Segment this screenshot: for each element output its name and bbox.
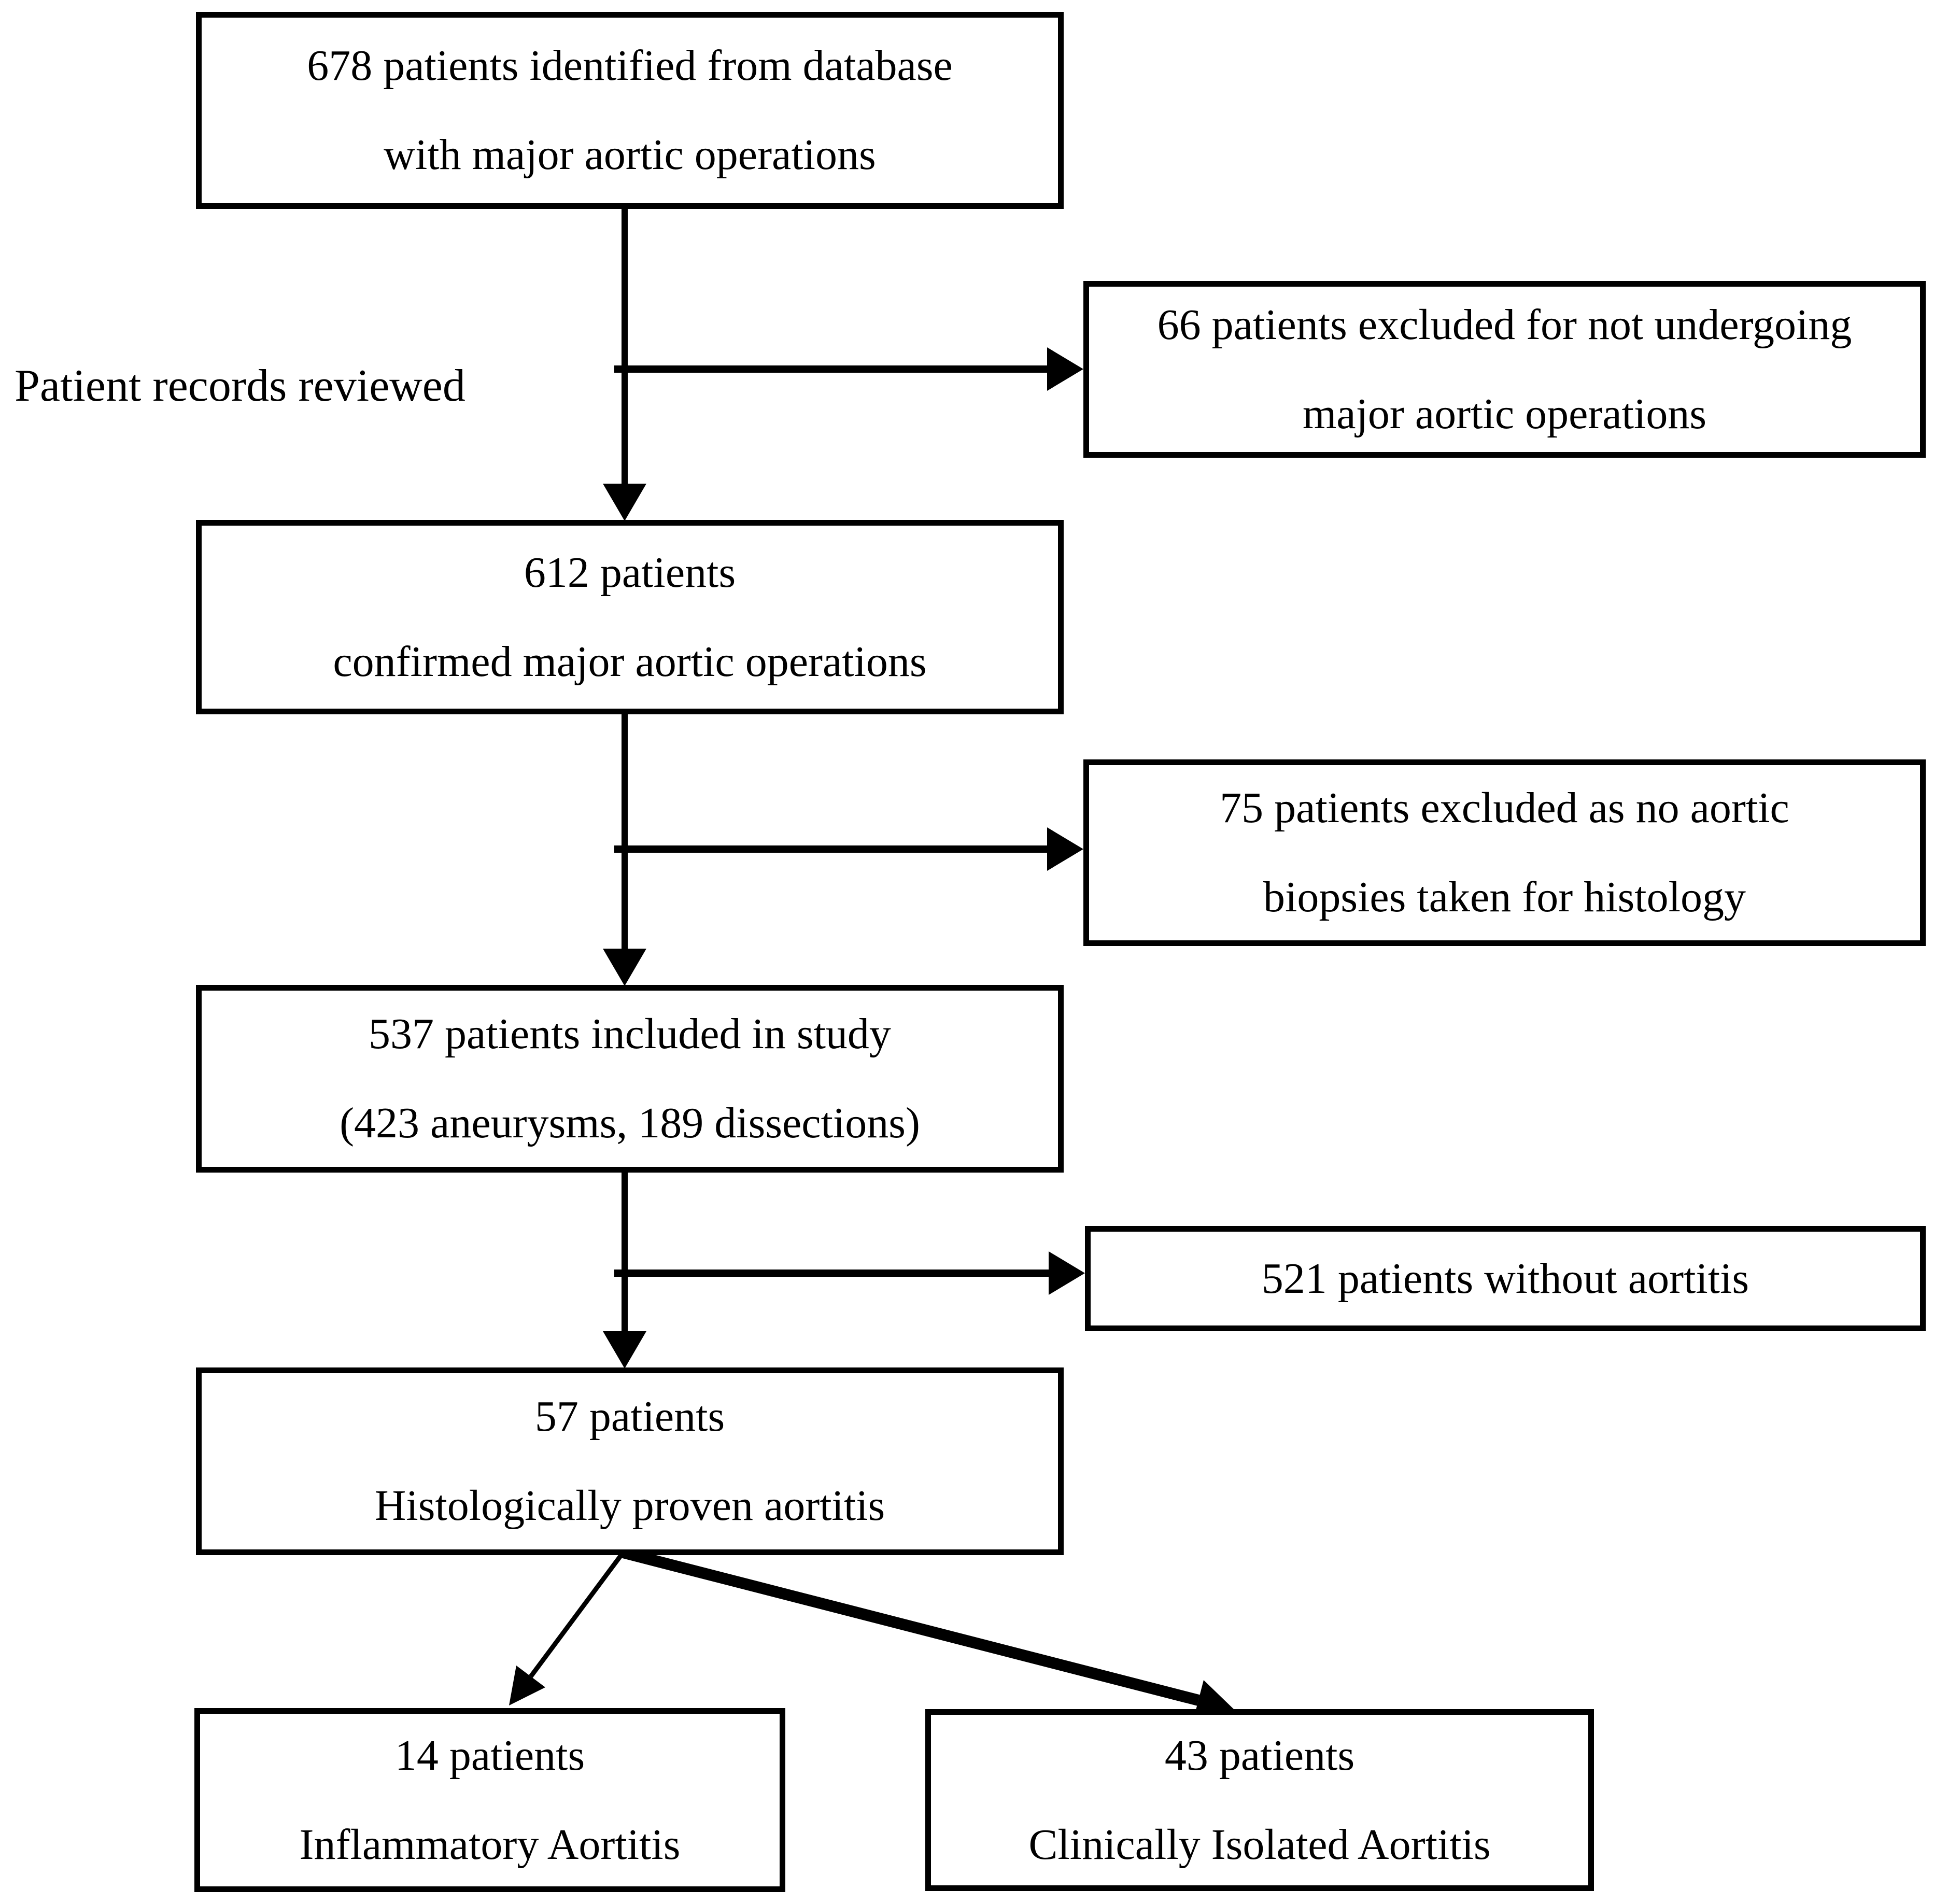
side-label-patient-records-reviewed: Patient records reviewed [15,361,465,411]
box-excluded1-line1: 66 patients excluded for not undergoing [1157,300,1852,349]
box-aortitis-line2: Histologically proven aortitis [374,1482,885,1530]
box-aortitis-line1: 57 patients [534,1392,725,1441]
box-identified-line1: 678 patients identified from database [307,41,953,90]
box-identified-line2: with major aortic operations [384,131,876,179]
box-excluded-not-undergoing: 66 patients excluded for not undergoing … [1083,281,1926,458]
box-proven-aortitis: 57 patients Histologically proven aortit… [196,1367,1064,1555]
flow-line-diagonal-inflammatory [529,1551,625,1678]
arrowhead-down-included [603,949,646,986]
arrowhead-right-excluded1 [1047,347,1083,391]
box-excluded-no-biopsies: 75 patients excluded as no aortic biopsi… [1083,759,1926,946]
box-identified-patients: 678 patients identified from database wi… [196,12,1064,209]
box-included-in-study: 537 patients included in study (423 aneu… [196,985,1064,1173]
arrowhead-right-excluded2 [1047,827,1083,871]
box-without-line1: 521 patients without aortitis [1261,1254,1749,1303]
box-clinically-isolated-aortitis: 43 patients Clinically Isolated Aortitis [925,1709,1594,1891]
box-excluded1-line2: major aortic operations [1302,389,1707,438]
arrowhead-down-confirmed [603,484,646,521]
box-excluded2-line2: biopsies taken for histology [1263,873,1746,921]
box-cia-line1: 43 patients [1164,1731,1355,1780]
box-inflammatory-line2: Inflammatory Aortitis [299,1820,681,1869]
box-confirmed-operations: 612 patients confirmed major aortic oper… [196,520,1064,714]
box-inflammatory-line1: 14 patients [394,1731,585,1780]
arrowhead-right-without-aortitis [1049,1251,1085,1295]
box-included-line1: 537 patients included in study [369,1010,891,1058]
box-without-aortitis: 521 patients without aortitis [1085,1226,1926,1331]
arrowhead-down-aortitis [603,1331,646,1369]
box-cia-line2: Clinically Isolated Aortitis [1028,1820,1491,1869]
flow-line-diagonal-clinically-isolated [622,1547,1200,1706]
box-excluded2-line1: 75 patients excluded as no aortic [1220,784,1789,832]
box-confirmed-line1: 612 patients [524,548,736,597]
arrowhead-diagonal-inflammatory [509,1666,545,1705]
box-included-line2: (423 aneurysms, 189 dissections) [340,1099,920,1147]
box-inflammatory-aortitis: 14 patients Inflammatory Aortitis [194,1708,785,1892]
box-confirmed-line2: confirmed major aortic operations [333,637,927,686]
